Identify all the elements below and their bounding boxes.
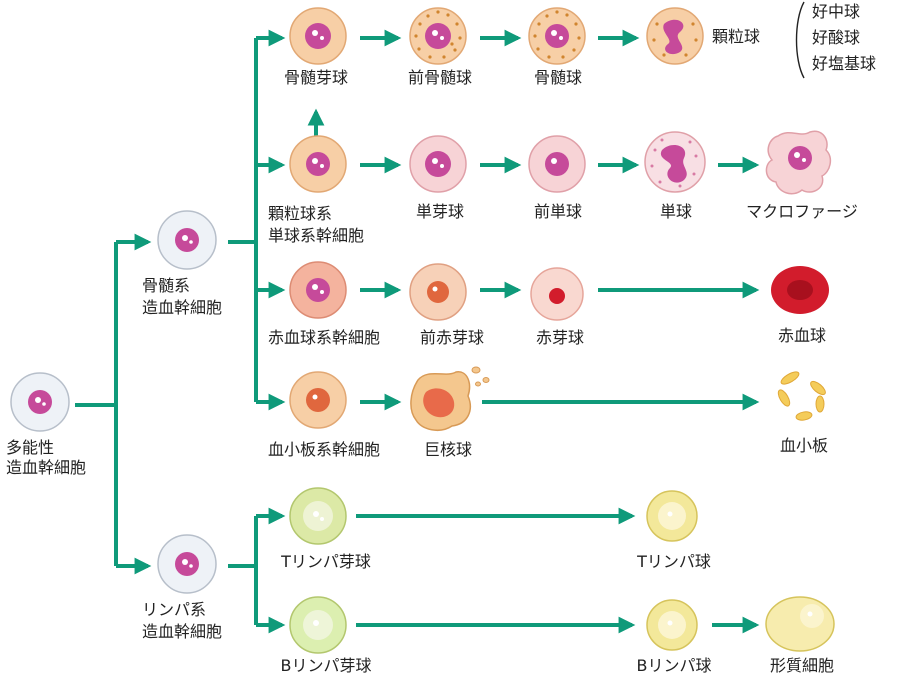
pluripotent-stem-cell [10, 372, 70, 432]
platelet-cluster [777, 371, 826, 421]
lymphoid-stem-cell [157, 534, 217, 594]
plasma-cell-label: 形質細胞 [769, 656, 835, 675]
megakaryocyte-cell [410, 366, 490, 432]
megakaryocyte-label: 巨核球 [423, 440, 473, 459]
pluripotent-label-1: 多能性 [6, 438, 55, 457]
plasma-cell [765, 596, 835, 652]
gm-stem-cell [289, 135, 347, 193]
megakaryocytic-stem-label: 血小板系幹細胞 [267, 440, 381, 459]
granulocyte-label: 顆粒球 [712, 27, 761, 46]
myeloid-stem-cell [157, 210, 217, 270]
promyelocyte-cell [409, 7, 467, 65]
b-lymphoblast-label: Bリンパ芽球 [280, 656, 372, 675]
gm-stem-label-1: 顆粒球系 [268, 204, 333, 223]
granulocyte-cell [646, 7, 704, 65]
pluripotent-label-2: 造血幹細胞 [6, 458, 87, 477]
t-lymphoblast-label: Tリンパ芽球 [281, 552, 371, 571]
macrophage-cell [765, 130, 832, 195]
macrophage-label: マクロファージ [746, 202, 858, 221]
gm-stem-label-2: 単球系幹細胞 [268, 226, 365, 245]
erythroid-stem-label: 赤血球系幹細胞 [267, 328, 381, 347]
promonocyte-cell [528, 135, 586, 193]
b-lymphoblast-cell [289, 596, 347, 654]
t-lymphoblast-cell [289, 487, 347, 545]
myeloid-stem-label-2: 造血幹細胞 [142, 298, 223, 317]
monoblast-label: 単芽球 [415, 202, 465, 221]
myelocyte-label: 骨髄球 [533, 68, 583, 87]
granulocyte-bracket [795, 1, 805, 79]
eosinophil-label: 好酸球 [812, 28, 861, 47]
promonocyte-label: 前単球 [533, 202, 583, 221]
t-lymphocyte-cell [646, 490, 698, 542]
erythroblast-cell [530, 267, 584, 321]
promyelocyte-label: 前骨髄球 [407, 68, 473, 87]
lymphoid-stem-label-2: 造血幹細胞 [142, 622, 223, 641]
connector-lines [75, 29, 760, 634]
erythroid-stem-cell [289, 261, 347, 319]
monocyte-label: 単球 [659, 202, 693, 221]
monocyte-cell [644, 131, 706, 193]
neutrophil-label: 好中球 [812, 2, 861, 21]
platelet-label: 血小板 [779, 436, 829, 455]
myelocyte-cell [528, 7, 586, 65]
erythrocyte-label: 赤血球 [777, 326, 827, 345]
myeloblast-label: 骨髄芽球 [283, 68, 349, 87]
megakaryocytic-stem-cell [289, 371, 347, 429]
erythroblast-label: 赤芽球 [535, 328, 585, 347]
b-lymphocyte-label: Bリンパ球 [636, 656, 712, 675]
monoblast-cell [409, 135, 467, 193]
proerythroblast-label: 前赤芽球 [419, 328, 485, 347]
b-lymphocyte-cell [646, 599, 698, 651]
basophil-label: 好塩基球 [812, 54, 877, 73]
erythrocyte-cell [771, 266, 829, 314]
t-lymphocyte-label: Tリンパ球 [637, 552, 711, 571]
myeloblast-cell [289, 7, 347, 65]
proerythroblast-cell [409, 263, 467, 321]
myeloid-stem-label-1: 骨髄系 [142, 276, 191, 295]
lymphoid-stem-label-1: リンパ系 [142, 600, 207, 619]
